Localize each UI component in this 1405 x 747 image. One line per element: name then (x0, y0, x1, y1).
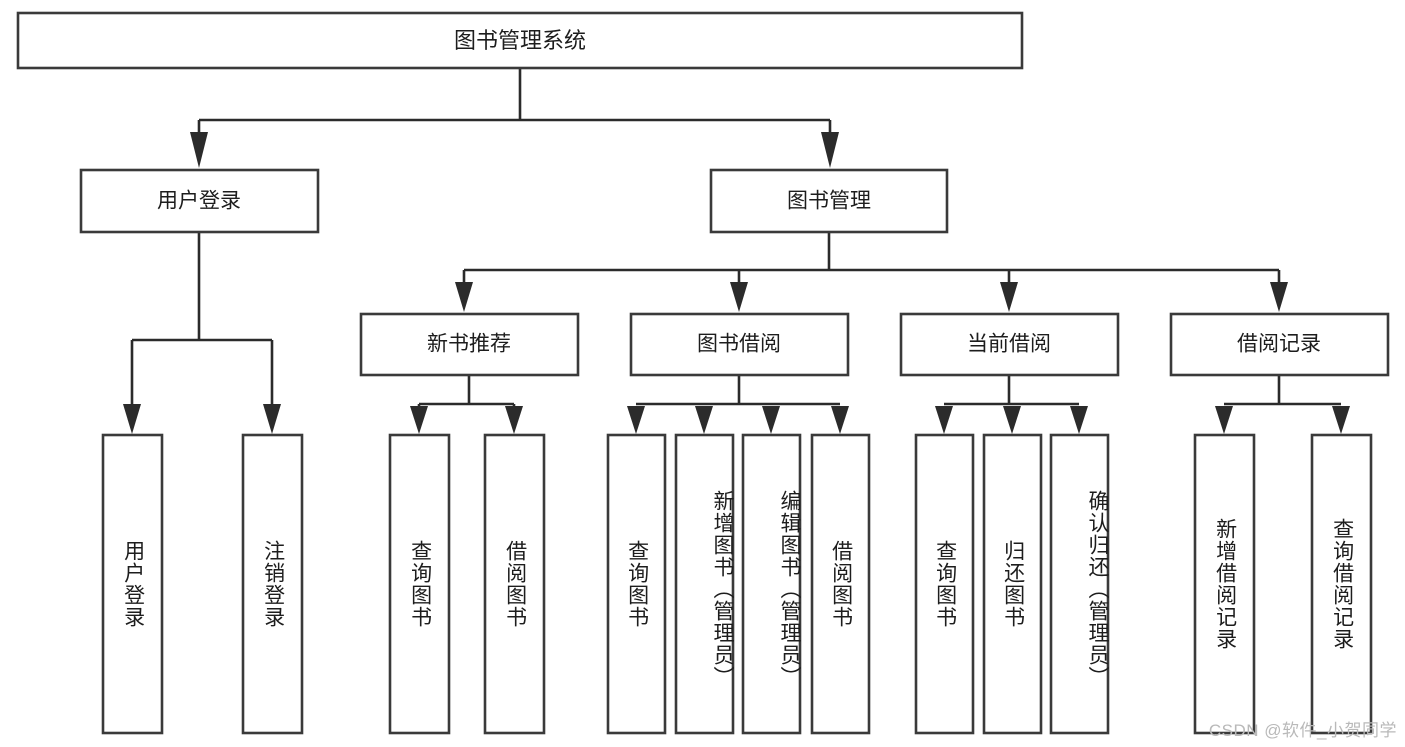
connector-bookmgmt-to-level3 (455, 233, 1288, 312)
node-borrow-record[interactable] (1169, 312, 1390, 377)
leaf-box-newbook-query[interactable] (388, 433, 451, 735)
node-book-management-label: 图书管理 (787, 190, 871, 213)
connector-borrowrecord-to-leaves (1215, 375, 1350, 434)
leaf-box-user-login-logout[interactable] (241, 433, 304, 735)
node-root-label: 图书管理系统 (454, 28, 586, 53)
leaf-box-bookborrow-query[interactable] (606, 433, 667, 735)
connector-currentborrow-to-leaves (935, 375, 1088, 434)
node-current-borrow-label: 当前借阅 (967, 333, 1051, 356)
leaf-box-newbook-borrow[interactable] (483, 433, 546, 735)
leaf-box-bookborrow-add[interactable] (674, 433, 735, 735)
node-book-borrow[interactable] (629, 312, 850, 377)
node-borrow-record-label: 借阅记录 (1237, 333, 1321, 356)
leaf-box-borrowrecord-add[interactable] (1193, 433, 1256, 735)
leaf-box-bookborrow-edit[interactable] (741, 433, 802, 735)
node-user-login-label: 用户登录 (157, 190, 241, 213)
connector-root-to-level2 (190, 69, 839, 168)
node-root-book-management-system[interactable] (16, 11, 1024, 70)
csdn-watermark: CSDN @软件_小贺同学 (1208, 721, 1397, 740)
node-new-book-recommend-label: 新书推荐 (427, 333, 511, 356)
leaf-box-borrowrecord-query[interactable] (1310, 433, 1373, 735)
leaf-box-currentborrow-confirm[interactable] (1049, 433, 1110, 735)
leaf-box-currentborrow-query[interactable] (914, 433, 975, 735)
connector-userlogin-to-leaves (123, 233, 281, 434)
connector-bookborrow-to-leaves (627, 375, 849, 434)
node-book-borrow-label: 图书借阅 (697, 333, 781, 356)
connector-newbook-to-leaves (410, 375, 523, 434)
leaf-box-currentborrow-return[interactable] (982, 433, 1043, 735)
node-book-management[interactable] (709, 168, 949, 234)
node-new-book-recommend[interactable] (359, 312, 580, 377)
leaf-box-bookborrow-borrow[interactable] (810, 433, 871, 735)
node-current-borrow[interactable] (899, 312, 1120, 377)
leaf-box-user-login-login[interactable] (101, 433, 164, 735)
node-user-login[interactable] (79, 168, 320, 234)
